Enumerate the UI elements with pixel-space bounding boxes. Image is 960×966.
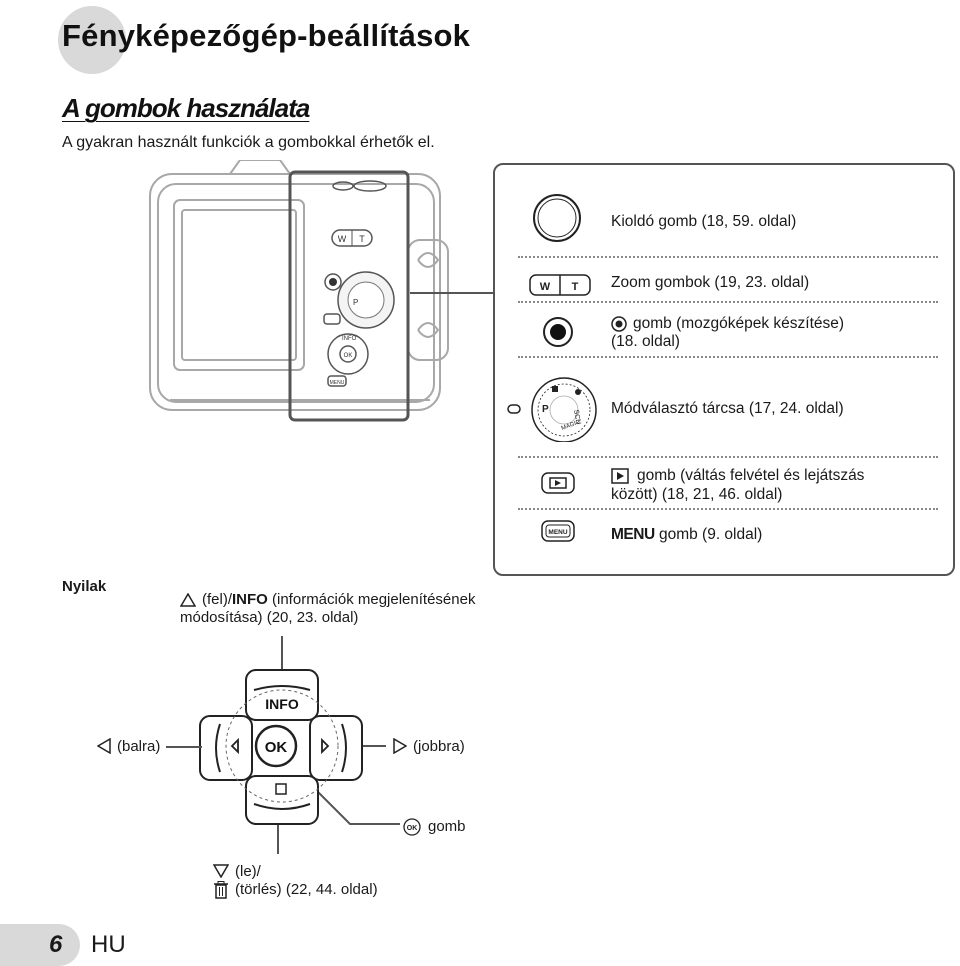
right-text: (jobbra) (413, 738, 465, 755)
arrows-label: Nyilak (62, 578, 107, 595)
page-number: 6 (49, 931, 63, 958)
divider (518, 356, 938, 358)
footer-tab (0, 924, 80, 966)
movie-button-icon (543, 317, 573, 347)
camera-buttons-highlight: W T P INFO OK MENU (288, 170, 410, 422)
title-decoration (58, 6, 126, 74)
arrow-pad-diagram: INFO OK (199, 636, 400, 854)
trash-icon (214, 881, 228, 899)
section-title: A gombok használata (62, 93, 310, 123)
menu-text: gomb (9. oldal) (658, 526, 763, 543)
pad-info-label: INFO (265, 696, 299, 712)
ok-text: gomb (428, 818, 466, 835)
menu-icon-label: MENU (548, 529, 567, 536)
movie-small-icon (611, 316, 627, 332)
connector-line (410, 292, 494, 294)
playback-button-text-2: között) (18, 21, 46. oldal) (611, 486, 783, 503)
triangle-left-icon (97, 738, 111, 754)
cam-dial-p: P (353, 298, 358, 307)
triangle-up-icon (180, 593, 196, 607)
playback-small-icon (611, 468, 629, 484)
zoom-buttons-text: Zoom gombok (19, 23. oldal) (611, 274, 810, 291)
triangle-right-icon (393, 738, 407, 754)
zoom-wide-label: W (338, 234, 347, 244)
up-text: (fel)/INFO (információk megjelenítésének (202, 591, 475, 609)
cam-menu-label: MENU (330, 380, 345, 386)
zoom-tele-label: T (359, 234, 365, 244)
leader-left (166, 746, 202, 748)
left-text: (balra) (117, 738, 161, 755)
movie-button-text: gomb (mozgóképek készítése) (633, 315, 845, 332)
down-text-2: (törlés) (22, 44. oldal) (235, 881, 378, 898)
dial-p-label: P (542, 404, 549, 415)
triangle-down-icon (213, 864, 229, 878)
shutter-button-text: Kioldó gomb (18, 59. oldal) (611, 213, 797, 230)
cam-info-label: INFO (342, 336, 357, 342)
shutter-button-icon (533, 194, 581, 242)
menu-button-icon: MENU (541, 520, 575, 542)
menu-button-text: MENU gomb (9. oldal) (611, 526, 762, 544)
intro-text: A gyakran használt funkciók a gombokkal … (62, 134, 435, 151)
zoom-buttons-icon: W T (529, 274, 591, 296)
dial-scn-label: SCN (572, 409, 581, 425)
playback-button-icon (541, 472, 575, 494)
zoom-tele-label: T (572, 281, 579, 293)
cam-ok-label: OK (344, 353, 353, 359)
ok-icon-label: OK (407, 825, 418, 832)
divider (518, 301, 938, 303)
up-desc: (információk megjelenítésének (272, 591, 476, 608)
divider (518, 508, 938, 510)
pad-ok-label: OK (265, 739, 288, 756)
movie-button-text-2: (18. oldal) (611, 333, 680, 350)
ok-button-icon: OK (403, 818, 421, 836)
mode-dial-text: Módválasztó tárcsa (17, 24. oldal) (611, 400, 844, 417)
divider (518, 256, 938, 258)
down-text: (le)/ (235, 863, 261, 880)
page-title: Fényképezőgép-beállítások (62, 18, 471, 53)
language-code: HU (91, 931, 126, 958)
menu-word: MENU (611, 526, 655, 543)
up-prefix: (fel)/ (202, 591, 232, 608)
mode-dial-icon: P MAGIC SCN (507, 377, 597, 442)
up-text-2: módosítása) (20, 23. oldal) (180, 609, 359, 626)
up-info: INFO (232, 591, 268, 608)
divider (518, 456, 938, 458)
zoom-wide-label: W (540, 281, 551, 293)
playback-button-text: gomb (váltás felvétel és lejátszás (637, 467, 865, 484)
